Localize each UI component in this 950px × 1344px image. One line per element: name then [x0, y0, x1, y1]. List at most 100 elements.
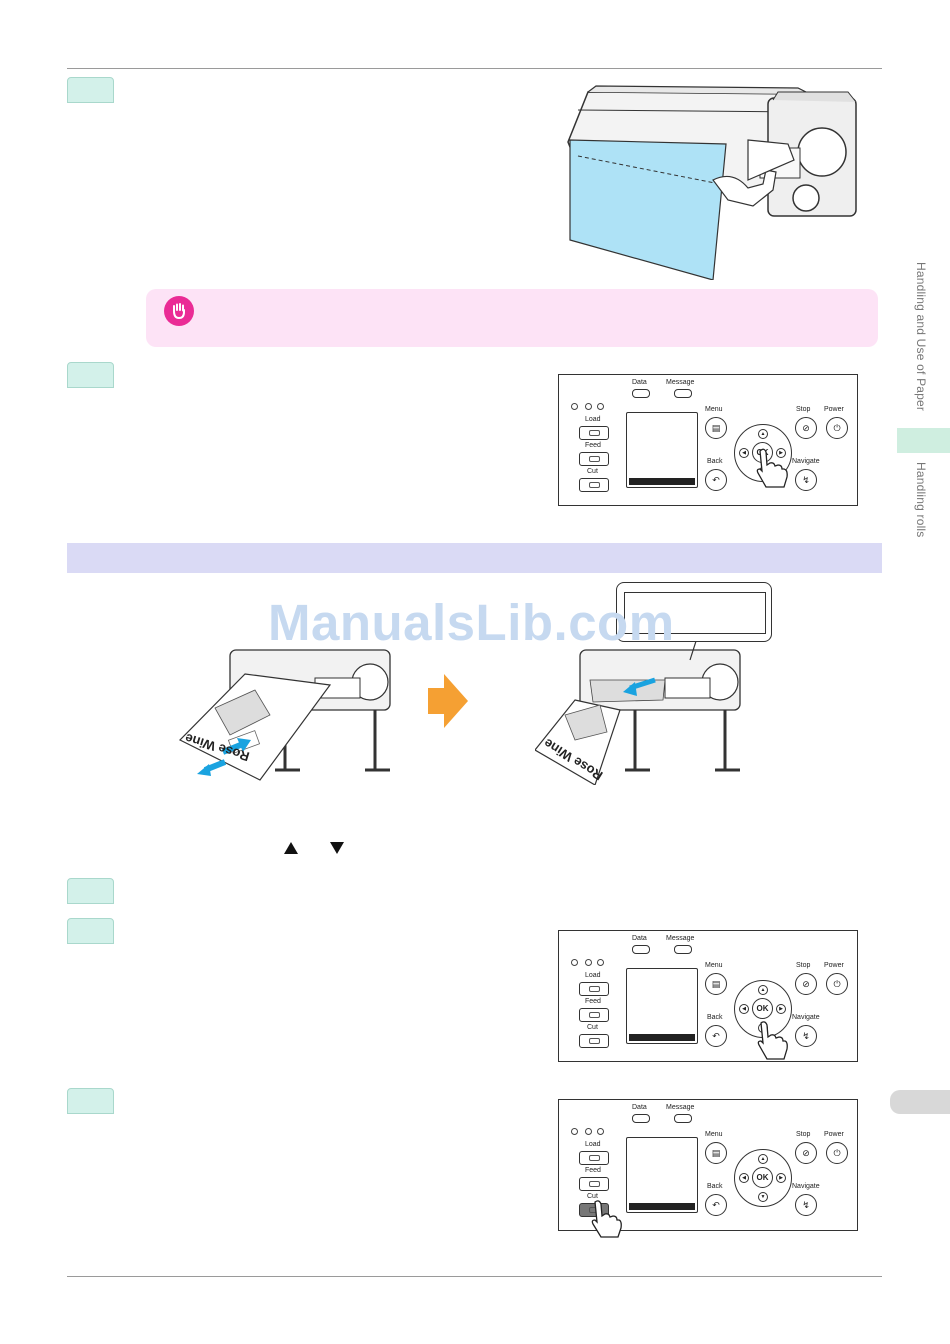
step-tab-2 [67, 362, 114, 388]
stop-button[interactable]: ⊘ [795, 1142, 817, 1164]
display-callout [616, 582, 772, 642]
data-lamp [632, 389, 650, 398]
navigate-label: Navigate [792, 458, 820, 465]
load-button[interactable] [579, 1151, 609, 1165]
menu-label: Menu [705, 962, 723, 969]
navigate-label: Navigate [792, 1183, 820, 1190]
stop-button[interactable]: ⊘ [795, 973, 817, 995]
status-led [585, 1128, 592, 1135]
control-panel-2: Data Message Load Feed Cut Menu ▤ Back ↶… [558, 930, 858, 1062]
next-step-arrow [428, 674, 468, 728]
feed-button[interactable] [579, 452, 609, 466]
load-label: Load [585, 972, 601, 979]
sidebar-subsection-title[interactable]: Handling rolls [914, 462, 928, 538]
data-label: Data [632, 935, 647, 942]
status-led [597, 959, 604, 966]
cut-label: Cut [587, 1024, 598, 1031]
feed-button[interactable] [579, 1177, 609, 1191]
up-arrow-button[interactable]: ▲ [758, 985, 768, 995]
data-lamp [632, 1114, 650, 1123]
cut-button[interactable] [579, 478, 609, 492]
back-button[interactable]: ↶ [705, 1025, 727, 1047]
menu-button[interactable]: ▤ [705, 973, 727, 995]
message-label: Message [666, 379, 695, 386]
message-label: Message [666, 1104, 695, 1111]
back-button[interactable]: ↶ [705, 1194, 727, 1216]
data-label: Data [632, 1104, 647, 1111]
status-led [585, 959, 592, 966]
message-label: Message [666, 935, 695, 942]
ok-button[interactable]: OK [752, 998, 773, 1019]
status-led [571, 959, 578, 966]
watermark: ManualsLib.com [268, 594, 675, 651]
menu-button[interactable]: ▤ [705, 417, 727, 439]
panel-display [626, 968, 698, 1044]
step-tab-4 [67, 918, 114, 944]
right-arrow-button[interactable]: ▶ [776, 1004, 786, 1014]
left-arrow-button[interactable]: ◀ [739, 1004, 749, 1014]
feed-label: Feed [585, 1167, 601, 1174]
back-label: Back [707, 1183, 723, 1190]
cut-label: Cut [587, 1193, 598, 1200]
power-label: Power [824, 1131, 844, 1138]
cut-label: Cut [587, 468, 598, 475]
printer-cutting-illustration [567, 85, 857, 280]
data-label: Data [632, 379, 647, 386]
menu-button[interactable]: ▤ [705, 1142, 727, 1164]
load-button[interactable] [579, 982, 609, 996]
navigate-button[interactable]: ↯ [795, 469, 817, 491]
important-note [146, 289, 878, 347]
navigate-button[interactable]: ↯ [795, 1194, 817, 1216]
load-button[interactable] [579, 426, 609, 440]
pointing-hand-icon [756, 448, 788, 488]
down-arrow-button[interactable]: ▼ [758, 1192, 768, 1202]
power-label: Power [824, 406, 844, 413]
bottom-rule [67, 1276, 882, 1277]
left-arrow-button[interactable]: ◀ [739, 448, 749, 458]
display-callout-screen [624, 592, 766, 634]
navigate-button[interactable]: ↯ [795, 1025, 817, 1047]
load-label: Load [585, 1141, 601, 1148]
triangle-up-icon [284, 842, 298, 854]
control-panel-1: Data Message Load Feed Cut Menu ▤ Back ↶… [558, 374, 858, 506]
triangle-down-icon [330, 842, 344, 854]
printer-roll-illustration-left [178, 649, 391, 781]
left-arrow-button[interactable]: ◀ [739, 1173, 749, 1183]
stop-label: Stop [796, 1131, 811, 1138]
panel-display [626, 1137, 698, 1213]
feed-button[interactable] [579, 1008, 609, 1022]
panel-display [626, 412, 698, 488]
ok-button[interactable]: OK [752, 1167, 773, 1188]
power-button[interactable]: ⏻ [826, 417, 848, 439]
back-label: Back [707, 458, 723, 465]
cut-button[interactable] [579, 1034, 609, 1048]
message-lamp [674, 945, 692, 954]
power-button[interactable]: ⏻ [826, 973, 848, 995]
menu-label: Menu [705, 406, 723, 413]
pointing-hand-icon [591, 1200, 622, 1238]
message-lamp [674, 1114, 692, 1123]
navigate-label: Navigate [792, 1014, 820, 1021]
up-arrow-button[interactable]: ▲ [758, 429, 768, 439]
feed-label: Feed [585, 998, 601, 1005]
power-button[interactable]: ⏻ [826, 1142, 848, 1164]
control-panel-3: Data Message Load Feed Cut Menu ▤ Back ↶… [558, 1099, 858, 1238]
right-arrow-button[interactable]: ▶ [776, 448, 786, 458]
status-led [585, 403, 592, 410]
status-led [571, 1128, 578, 1135]
back-button[interactable]: ↶ [705, 469, 727, 491]
pointing-hand-icon [757, 1021, 788, 1060]
stop-label: Stop [796, 406, 811, 413]
data-lamp [632, 945, 650, 954]
power-label: Power [824, 962, 844, 969]
stop-button[interactable]: ⊘ [795, 417, 817, 439]
sidebar-section-title[interactable]: Handling and Use of Paper [914, 262, 928, 412]
chapter-tab[interactable] [890, 1090, 950, 1114]
right-arrow-button[interactable]: ▶ [776, 1173, 786, 1183]
sidebar-active-tab [897, 428, 950, 453]
back-label: Back [707, 1014, 723, 1021]
load-label: Load [585, 416, 601, 423]
status-led [571, 403, 578, 410]
step-tab-5 [67, 1088, 114, 1114]
up-arrow-button[interactable]: ▲ [758, 1154, 768, 1164]
